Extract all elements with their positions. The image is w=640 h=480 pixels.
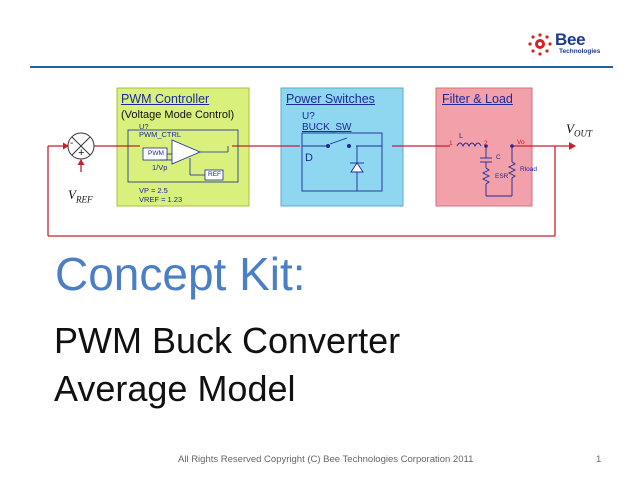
power-switches-ref: U? [302,111,315,122]
summing-junction [67,132,95,160]
inductor-label: L [459,131,464,140]
title-concept-kit: Concept Kit: [55,248,306,300]
param-vp: VP = 2.5 [139,186,168,195]
filter-load-title: Filter & Load [442,92,513,106]
bee-logo: Bee Technologies [527,30,617,58]
vo-label: Vo [517,139,525,146]
pwm-controller-ref: U? [139,122,149,131]
filter-load-block [435,87,533,207]
header-rule [30,66,613,68]
esr-label: ESR [495,173,509,180]
vref-sub: REF [75,194,93,205]
power-switches-block [280,87,404,207]
capacitor-label: C [496,154,501,161]
pin2-label: 2 [484,140,488,147]
summer-minus: - [70,138,74,149]
vref-label: VREF [68,187,92,205]
pwm-label: PWM [148,150,164,157]
vref-main: V [68,187,76,202]
block-diagram: PWM Controller (Voltage Mode Control) U?… [47,87,592,237]
page-number: 1 [596,454,602,465]
ref-label: REF [208,171,221,178]
diagram-wires [47,87,576,237]
gain-label: 1/Vp [152,163,168,172]
power-switches-title: Power Switches [286,92,375,106]
copyright-footer: All Rights Reserved Copyright (C) Bee Te… [178,454,474,465]
power-switches-part: BUCK_SW [302,122,352,133]
vout-main: V [566,121,574,136]
pwm-controller-title: PWM Controller [121,92,210,106]
pin1-label: 1 [449,140,453,147]
pwm-controller-part: PWM_CTRL [139,130,182,139]
title-pwm-buck-converter: PWM Buck Converter [54,320,401,361]
title-average-model: Average Model [54,368,296,409]
summer-plus: + [78,147,85,159]
d-label: D [305,152,313,164]
logo-brand: Bee [555,30,586,49]
pwm-controller-subtitle: (Voltage Mode Control) [121,109,235,121]
vout-label: VOUT [566,121,592,139]
vout-sub: OUT [573,128,592,139]
logo-tagline: Technologies [559,48,601,55]
vout-arrow [569,142,576,150]
rload-label: Rload [520,166,537,173]
bee-logo-icon [528,33,552,56]
param-vref: VREF = 1.23 [139,195,183,204]
